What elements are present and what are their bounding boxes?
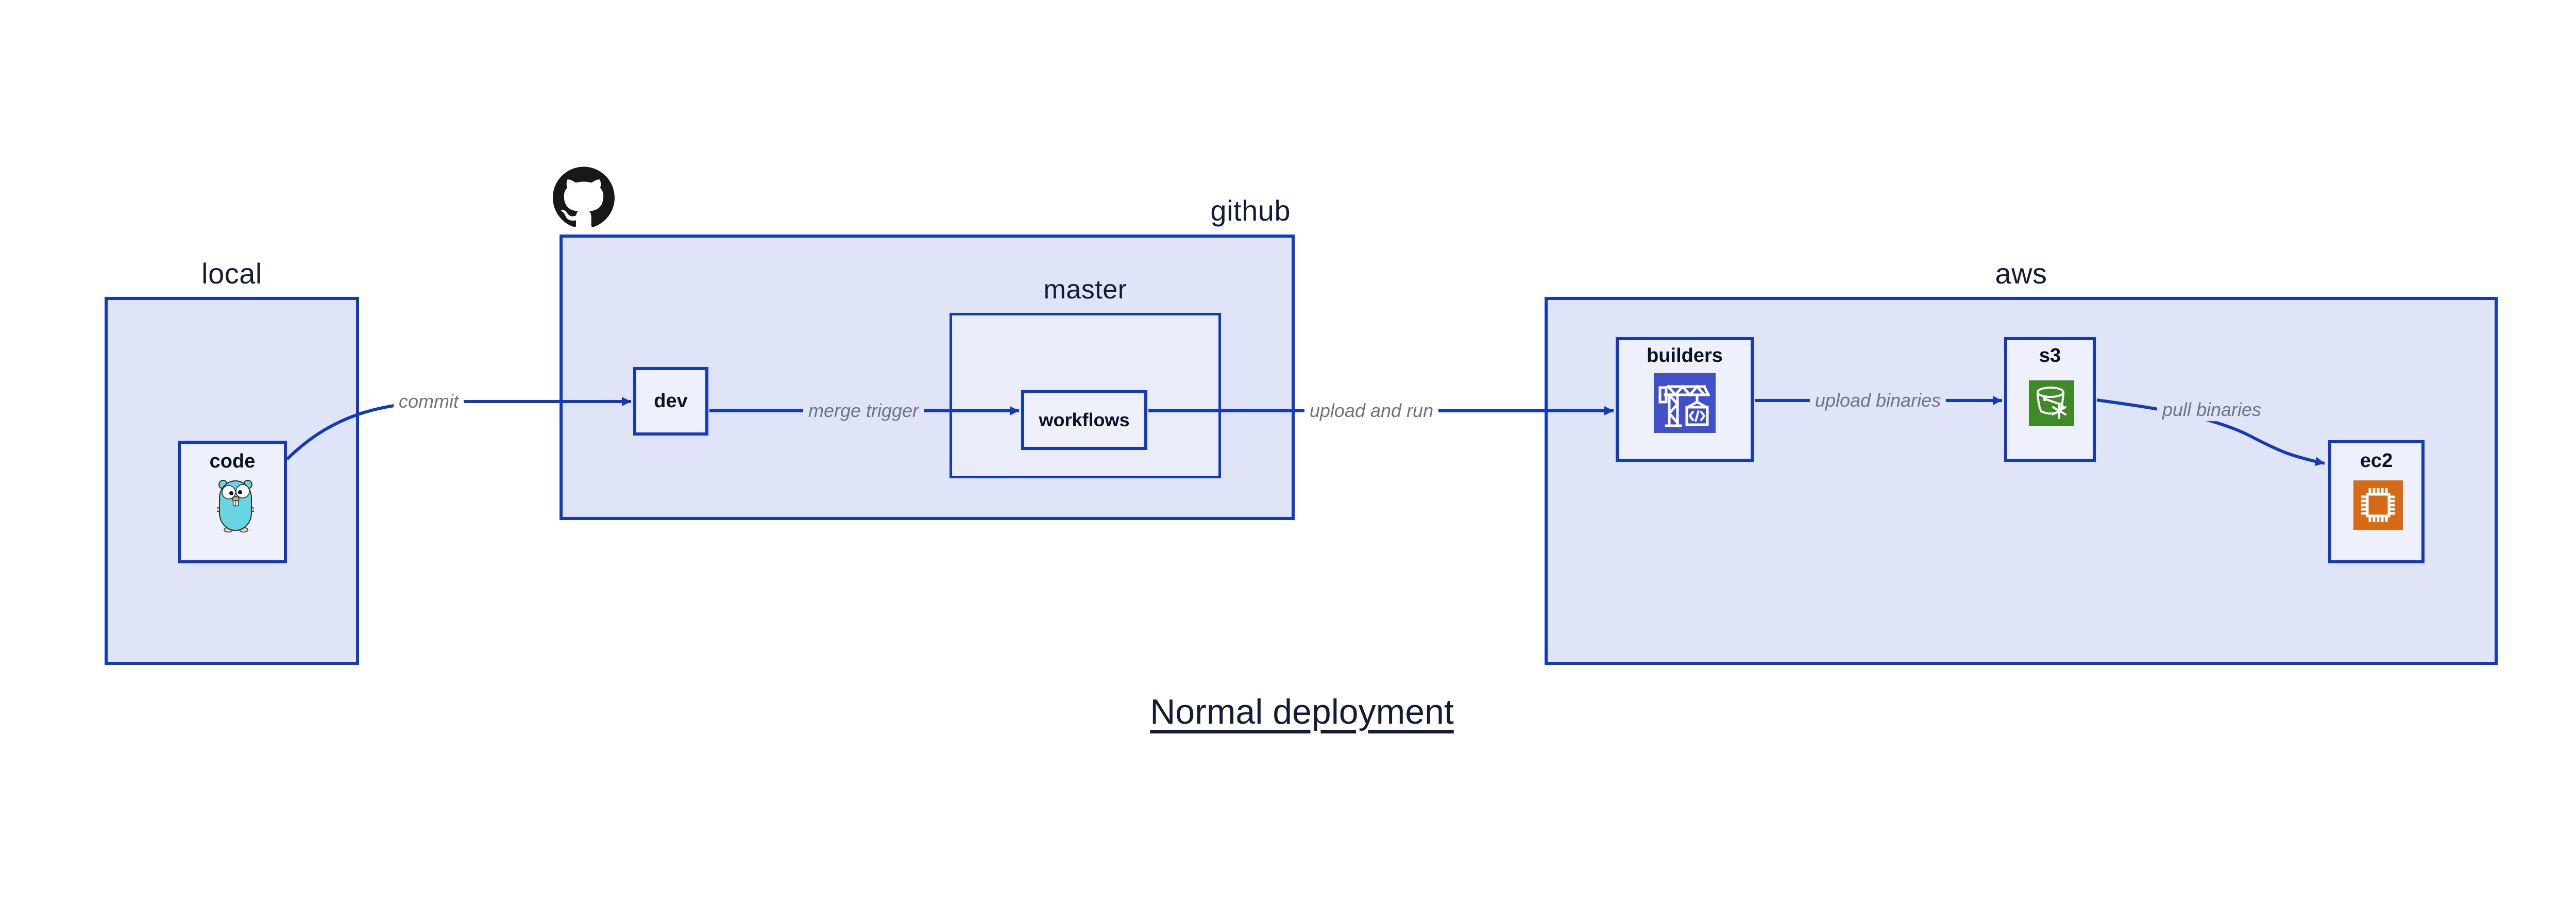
edge-label-commit: commit bbox=[394, 390, 464, 413]
node-builders: builders bbox=[1616, 337, 1754, 462]
github-octocat-icon bbox=[553, 166, 615, 227]
github-label: github bbox=[1210, 194, 1291, 227]
edge-label-pull-binaries: pull binaries bbox=[2157, 398, 2267, 421]
master-label: master bbox=[1043, 275, 1127, 305]
aws-ec2-chip-icon bbox=[2353, 480, 2403, 530]
ec2-label: ec2 bbox=[2360, 450, 2393, 472]
dev-label: dev bbox=[654, 390, 688, 412]
node-dev: dev bbox=[633, 367, 708, 436]
go-gopher-icon bbox=[217, 480, 254, 532]
code-label: code bbox=[209, 450, 256, 472]
node-ec2: ec2 bbox=[2328, 440, 2425, 563]
workflows-label: workflows bbox=[1039, 409, 1130, 431]
edge-label-upload-and-run: upload and run bbox=[1304, 399, 1439, 422]
edge-label-upload-binaries: upload binaries bbox=[1809, 389, 1946, 412]
aws-label: aws bbox=[1995, 257, 2047, 290]
s3-label: s3 bbox=[2039, 345, 2061, 366]
node-workflows: workflows bbox=[1021, 390, 1147, 450]
local-label: local bbox=[201, 257, 262, 290]
edge-pull-binaries bbox=[2096, 398, 2325, 466]
builders-label: builders bbox=[1647, 345, 1723, 366]
edge-label-merge-trigger: merge trigger bbox=[803, 399, 924, 422]
node-s3: s3 bbox=[2004, 337, 2096, 462]
aws-codebuild-crane-icon bbox=[1654, 373, 1716, 433]
diagram-title: Normal deployment bbox=[1150, 692, 1454, 731]
node-code: code bbox=[178, 441, 287, 563]
aws-s3-bucket-icon bbox=[2029, 380, 2074, 426]
